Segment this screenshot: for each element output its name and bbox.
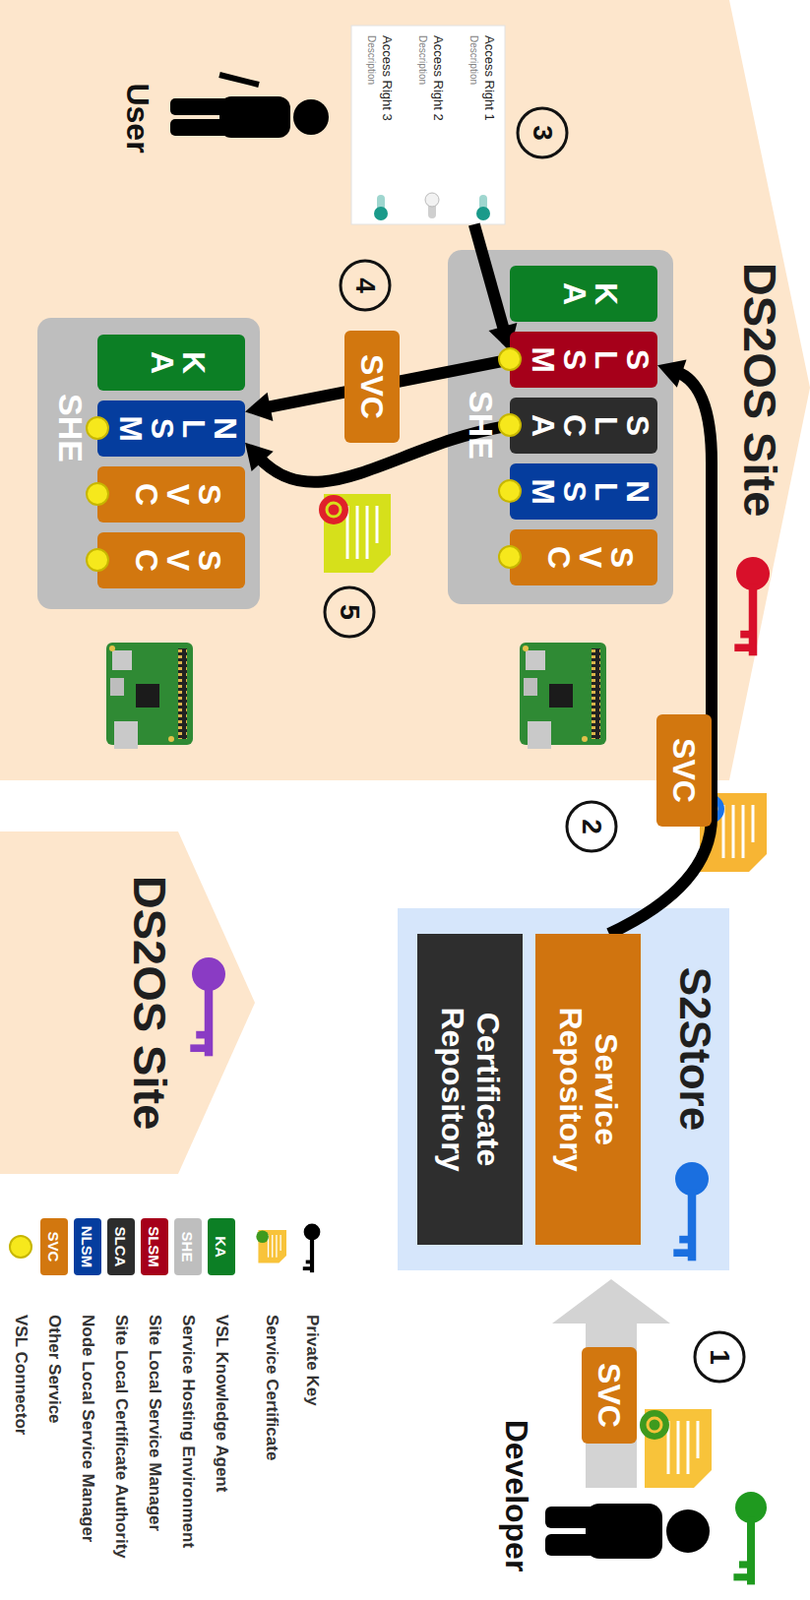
legend-abbreviation: SLSM (140, 1218, 169, 1276)
connector (609, 359, 712, 935)
callout-number: 2 (565, 801, 618, 853)
box-label: NLSM (115, 413, 242, 445)
private-key (734, 557, 770, 656)
legend-text: Site Local Service Manager (140, 1314, 169, 1532)
hosting-environment: SHE KA SLSM SLCA NLSM SVC (447, 249, 674, 605)
right-title: Access Right 1 (481, 35, 498, 208)
service-box: SLSM (509, 331, 658, 388)
private-key (733, 1492, 767, 1585)
legend-swatch (8, 1235, 33, 1259)
right-title: Access Right 3 (378, 35, 395, 208)
private-key (189, 957, 226, 1057)
hosting-environment: SHEKANLSMSVCSVC (37, 317, 260, 610)
service-box: KA (509, 265, 658, 322)
box-label: SLCA (527, 410, 654, 442)
legend-text: Service Certificate (257, 1314, 286, 1461)
legend-abbreviation: SVC (40, 1218, 68, 1276)
legend-text: VSL Connector (6, 1314, 35, 1435)
service-box: SVC (97, 532, 246, 589)
callout-number: 1 (693, 1331, 746, 1383)
right-title: Access Right 2 (430, 35, 446, 208)
site-title: DS2OS Site (123, 831, 177, 1175)
service-badge: SVC (344, 330, 400, 443)
legend-abbreviation: KA (207, 1218, 236, 1276)
raspberry-pi (519, 642, 607, 749)
service-box: NLSM (97, 400, 246, 457)
box-label: KA (559, 278, 623, 311)
environment-label: SHE (459, 385, 503, 465)
legend-abbreviation: SHE (174, 1218, 202, 1276)
callout-number: 3 (516, 107, 568, 159)
box-label: SLSM (527, 344, 654, 376)
service-certificate (318, 494, 391, 573)
box-label: KA (146, 347, 210, 379)
actor-label: Developer (497, 1407, 537, 1585)
legend-key (303, 1224, 321, 1274)
box-label: SVC (130, 479, 226, 511)
site-title: DS2OS Site (733, 260, 787, 519)
callout-number: 5 (323, 586, 375, 638)
repository-box: Service Repository (535, 934, 641, 1246)
user-figure (170, 74, 329, 138)
legend-text: Private Key (298, 1314, 326, 1407)
legend-text: Other Service (40, 1314, 68, 1425)
box-label: SVC (130, 545, 226, 577)
right-description: Description (365, 35, 378, 208)
repository-box: Certificate Repository (417, 934, 523, 1246)
developer-figure (545, 1503, 710, 1559)
toggles (373, 192, 491, 221)
callout-number: 4 (339, 259, 391, 312)
store-title: S2Store (668, 943, 722, 1155)
legend-abbreviation: SLCA (107, 1218, 135, 1276)
service-box: SVC (97, 466, 246, 523)
card-panel (351, 25, 505, 225)
service-box: NLSM (509, 463, 658, 520)
service-box: SLCA (509, 397, 658, 454)
repository-label: Certificate Repository (435, 976, 504, 1203)
service-box: KA (97, 334, 246, 391)
service-box: SVC (509, 529, 658, 586)
legend-text: Site Local Certificate Authority (107, 1314, 135, 1559)
raspberry-pi (106, 642, 193, 749)
legend-text: VSL Knowledge Agent (207, 1314, 236, 1493)
box-label: NLSM (527, 476, 654, 508)
legend-abbreviation: NLSM (73, 1218, 102, 1276)
legend-text: Service Hosting Environment (174, 1314, 202, 1549)
private-key (673, 1162, 709, 1261)
access-rights-card: Access Right 1DescriptionAccess Right 2D… (351, 25, 505, 225)
right-description: Description (416, 35, 430, 208)
callout-circles (324, 108, 745, 1382)
service-badge: SVC (656, 714, 712, 827)
service-badge: SVC (581, 1347, 637, 1444)
box-label: SVC (543, 542, 638, 574)
site-band: DS2OS Site (0, 831, 255, 1175)
right-description: Description (467, 35, 481, 208)
repository-label: Service Repository (553, 976, 623, 1203)
legend-certificate (255, 1230, 287, 1264)
actor-label: User (118, 63, 158, 173)
service-certificate (639, 1409, 712, 1489)
store-panel: S2Store Service Repository Certificate Rep… (397, 908, 730, 1271)
connector (474, 224, 518, 352)
legend-text: Node Local Service Manager (73, 1314, 102, 1543)
